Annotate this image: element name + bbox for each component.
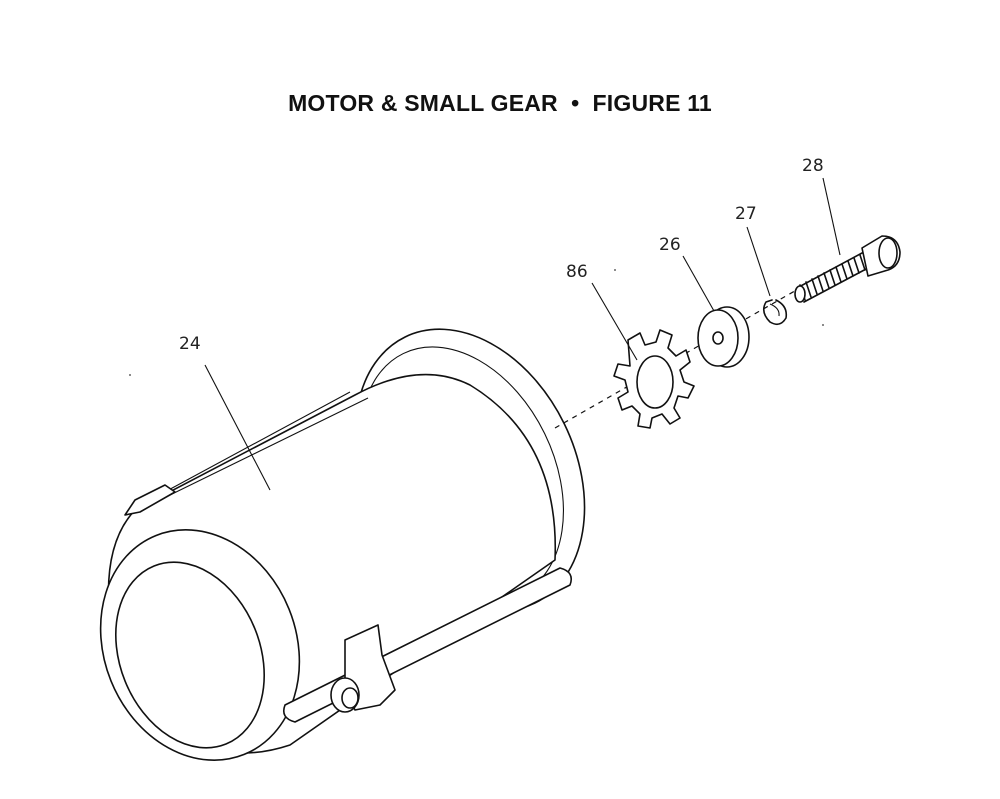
stray-dot (129, 374, 131, 376)
screw-part: 28 (794, 156, 901, 303)
title-separator: • (571, 90, 580, 116)
motor-part: 24 (99, 328, 586, 761)
lock-washer-part: 27 (735, 204, 788, 326)
figure-title-right: FIGURE 11 (592, 90, 712, 116)
callout-86: 86 (566, 262, 588, 282)
callout-28: 28 (802, 156, 824, 176)
small-gear-part: 86 (566, 262, 695, 429)
washer-part: 26 (659, 235, 750, 368)
callout-24: 24 (179, 334, 201, 354)
figure-title: MOTOR & SMALL GEAR • FIGURE 11 (0, 90, 1000, 117)
callout-26: 26 (659, 235, 681, 255)
callout-27: 27 (735, 204, 757, 224)
stray-dot (822, 324, 824, 326)
stray-dot (614, 269, 616, 271)
figure-title-left: MOTOR & SMALL GEAR (288, 90, 558, 116)
